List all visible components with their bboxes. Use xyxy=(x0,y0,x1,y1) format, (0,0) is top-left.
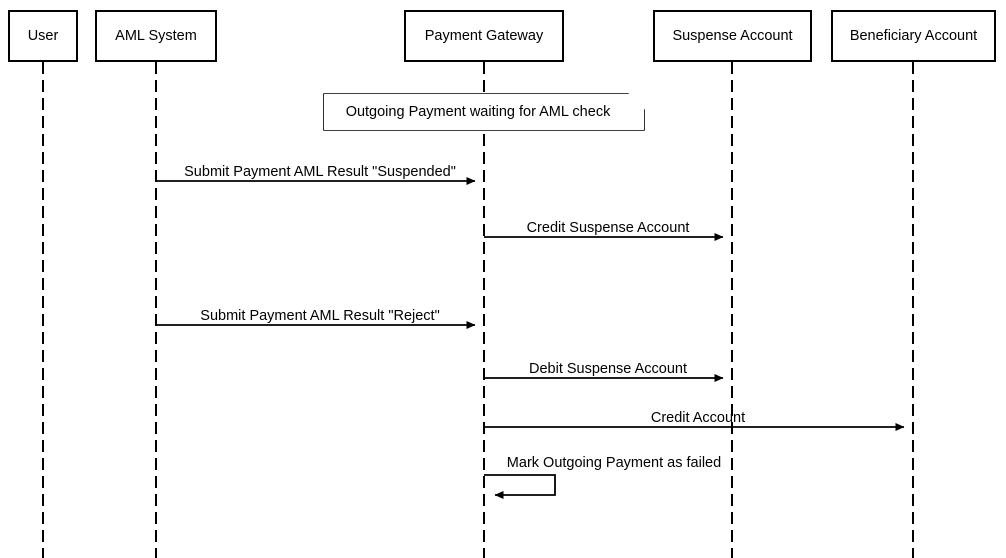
self-message-line-msg-6 xyxy=(484,474,556,499)
lifelines-group xyxy=(42,62,914,558)
note-text: Outgoing Payment waiting for AML check xyxy=(345,104,611,120)
message-label-msg-2[interactable]: Credit Suspense Account xyxy=(526,220,690,236)
message-arrows-group xyxy=(156,177,905,499)
participant-user[interactable]: User xyxy=(8,10,78,62)
participant-label: Payment Gateway xyxy=(424,27,544,44)
message-label-msg-4[interactable]: Debit Suspense Account xyxy=(529,361,687,377)
participant-label: User xyxy=(27,27,59,44)
participant-gateway[interactable]: Payment Gateway xyxy=(404,10,564,62)
message-label-msg-5[interactable]: Credit Account xyxy=(650,410,746,426)
participant-label: Beneficiary Account xyxy=(849,27,978,44)
message-label-msg-1[interactable]: Submit Payment AML Result "Suspended" xyxy=(184,164,456,180)
message-label-msg-6[interactable]: Mark Outgoing Payment as failed xyxy=(506,455,722,471)
message-label-msg-3[interactable]: Submit Payment AML Result "Reject" xyxy=(200,308,440,324)
participant-label: AML System xyxy=(115,27,197,44)
participant-suspense[interactable]: Suspense Account xyxy=(653,10,812,62)
participant-label: Suspense Account xyxy=(672,27,793,44)
note-outgoing-payment[interactable]: Outgoing Payment waiting for AML check xyxy=(324,94,644,130)
participant-beneficiary[interactable]: Beneficiary Account xyxy=(831,10,996,62)
participant-aml[interactable]: AML System xyxy=(95,10,217,62)
